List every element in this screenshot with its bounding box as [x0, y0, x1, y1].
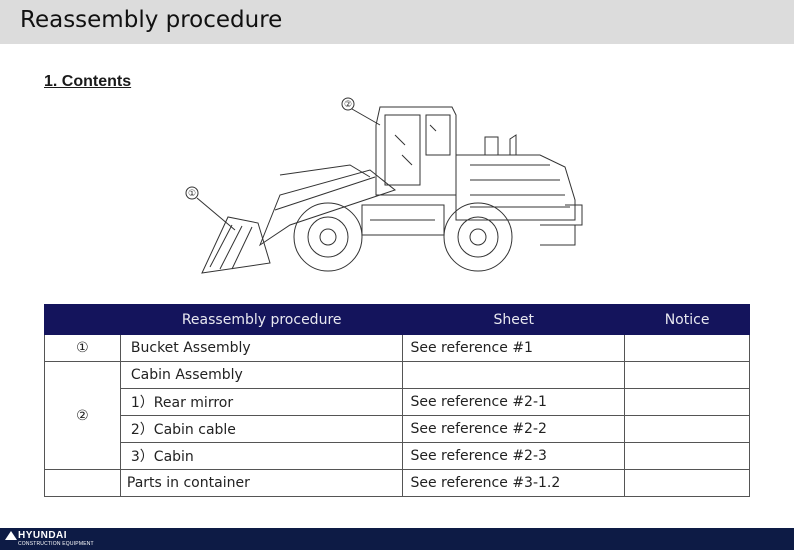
- row-sheet: See reference #2-2: [402, 415, 626, 443]
- footer-brand: HYUNDAI: [18, 530, 68, 541]
- row-procedure: 1）Rear mirror: [119, 388, 404, 416]
- table-row: 2）Cabin cable See reference #2-2: [45, 415, 750, 443]
- row-notice: [624, 361, 750, 389]
- row-notice: [624, 415, 750, 443]
- col-header-sheet: Sheet: [402, 304, 626, 335]
- row-procedure: 2）Cabin cable: [119, 415, 404, 443]
- row-number: [44, 469, 121, 497]
- row-procedure: Cabin Assembly: [119, 361, 404, 389]
- table-row: 3）Cabin See reference #2-3: [45, 442, 750, 470]
- table-row: ① Bucket Assembly See reference #1: [44, 334, 750, 362]
- row-procedure: Parts in container: [119, 469, 404, 497]
- table-row: ② Cabin Assembly: [44, 361, 750, 470]
- row-notice: [624, 334, 750, 362]
- section-title: 1. Contents: [44, 73, 132, 90]
- page-title: Reassembly procedure: [20, 7, 283, 33]
- row-number: ②: [44, 361, 121, 470]
- footer-bar: HYUNDAI CONSTRUCTION EQUIPMENT: [0, 528, 794, 550]
- row-sheet: See reference #2-3: [402, 442, 626, 470]
- row-notice: [624, 442, 750, 470]
- footer-subtitle: CONSTRUCTION EQUIPMENT: [18, 541, 94, 547]
- row-sheet: See reference #1: [402, 334, 626, 362]
- callout-2: ②: [344, 100, 352, 110]
- row-procedure: Bucket Assembly: [119, 334, 404, 362]
- hyundai-logo-icon: [5, 531, 17, 540]
- row-sheet: [402, 361, 626, 389]
- row-procedure: 3）Cabin: [119, 442, 404, 470]
- row-sheet: See reference #3-1.2: [402, 469, 626, 497]
- row-number: ①: [44, 334, 121, 362]
- row-sheet: See reference #2-1: [402, 388, 626, 416]
- table-header-row: Reassembly procedure Sheet Notice: [44, 304, 750, 335]
- header-bar: Reassembly procedure: [0, 0, 794, 44]
- row-notice: [624, 469, 750, 497]
- table-row: 1）Rear mirror See reference #2-1: [45, 388, 750, 416]
- col-header-procedure: Reassembly procedure: [119, 304, 404, 335]
- table-row: Parts in container See reference #3-1.2: [44, 469, 750, 497]
- wheel-loader-drawing: ① ②: [180, 95, 590, 280]
- row-notice: [624, 388, 750, 416]
- reassembly-table: Reassembly procedure Sheet Notice ① Buck…: [44, 304, 750, 497]
- col-header-number: [44, 304, 121, 335]
- col-header-notice: Notice: [624, 304, 750, 335]
- callout-1: ①: [188, 189, 196, 199]
